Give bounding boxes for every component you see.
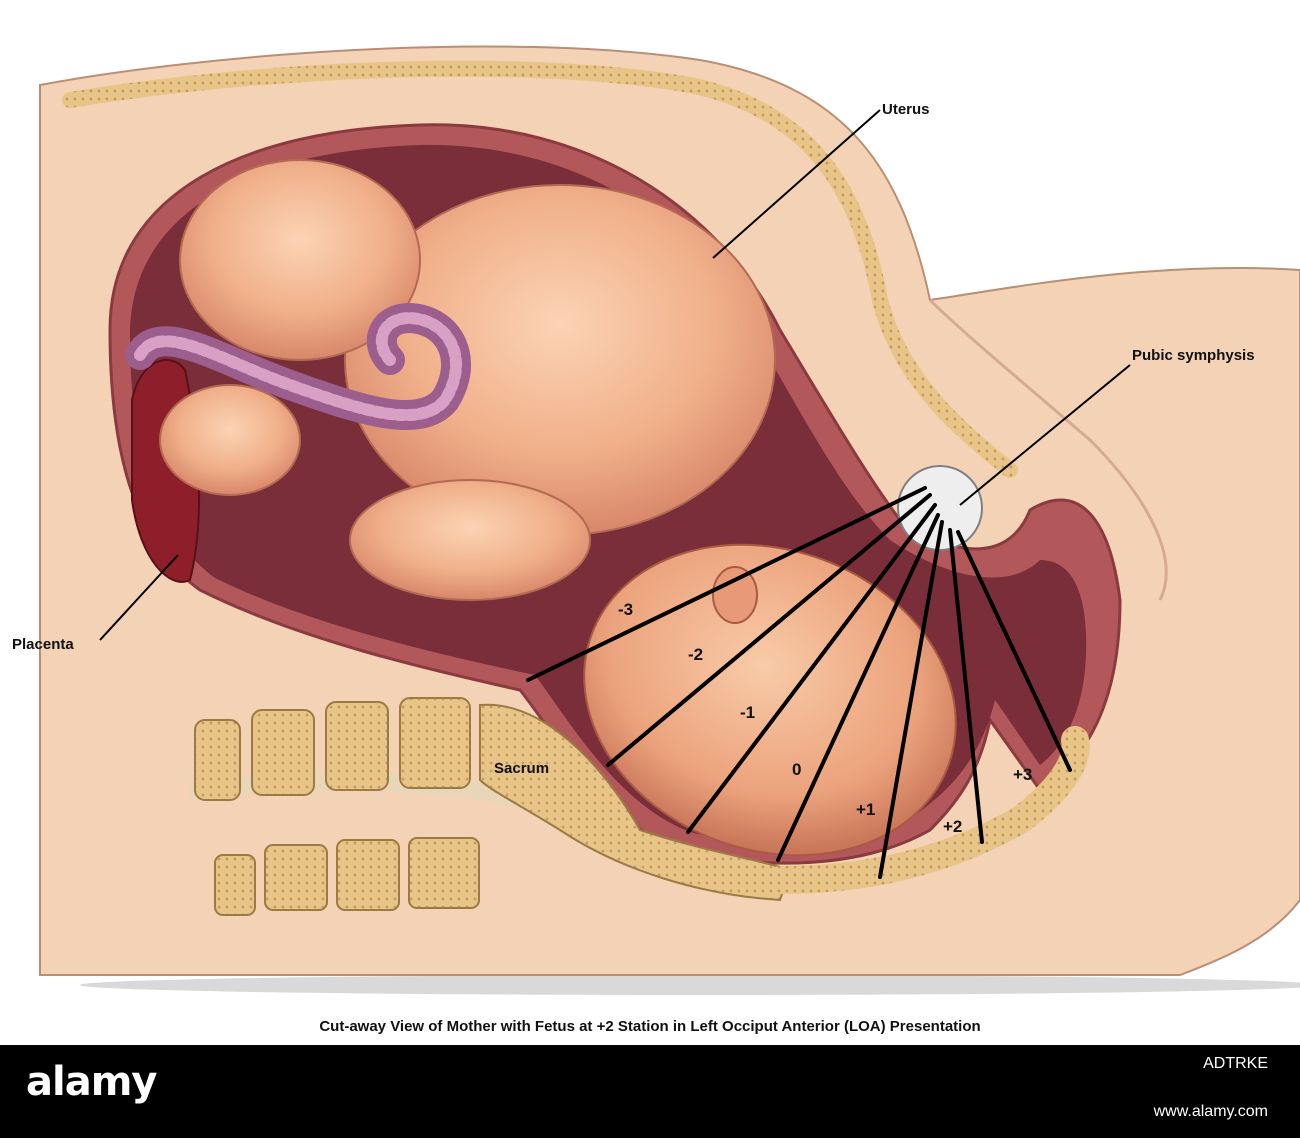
fetus-arm <box>349 479 591 601</box>
station-line-plus-3 <box>956 530 1072 772</box>
label-pubic-symphysis: Pubic symphysis <box>1132 347 1255 364</box>
fetus-legs <box>179 159 421 361</box>
station-lines <box>526 486 1072 879</box>
station-line-0 <box>776 513 940 862</box>
station-line-plus-2 <box>948 528 984 844</box>
illustration-stage: Uterus Pubic symphysis Placenta Sacrum -… <box>12 45 1300 1035</box>
pubic-symphysis-leader <box>959 364 1131 506</box>
station-line-minus-3 <box>526 486 927 682</box>
image-id: ADTRKE <box>1203 1055 1268 1072</box>
lumbar-vertebrae <box>194 697 792 902</box>
anatomy-illustration <box>39 45 1300 995</box>
fetus-foot <box>159 384 301 496</box>
uterus-leader <box>712 109 881 259</box>
label-uterus: Uterus <box>882 101 930 118</box>
placenta-leader <box>99 554 179 641</box>
thigh-contour <box>928 298 1168 601</box>
station-label: +3 <box>1013 765 1033 784</box>
site-link[interactable]: www.alamy.com <box>1153 1103 1268 1120</box>
station-label: 0 <box>792 760 802 779</box>
label-placenta: Placenta <box>12 636 74 653</box>
label-sacrum: Sacrum <box>494 760 550 777</box>
station-label: +1 <box>856 800 876 819</box>
fetus-ear <box>712 566 758 624</box>
station-label: -3 <box>618 600 634 619</box>
posterior-vertebrae <box>214 837 480 916</box>
station-line-plus-1 <box>878 520 944 879</box>
station-label: -1 <box>740 703 756 722</box>
umbilical-cord-highlight <box>134 311 462 422</box>
abdominal-wall-layer <box>62 60 1018 478</box>
leader-lines <box>99 109 1131 641</box>
station-line-minus-2 <box>606 493 932 767</box>
footer-bar: alamy ADTRKE www.alamy.com <box>0 1045 1300 1138</box>
brand-logo: alamy <box>26 1059 157 1105</box>
figure-caption: Cut-away View of Mother with Fetus at +2… <box>319 1018 981 1035</box>
ground-shadow <box>80 975 1300 995</box>
station-label: +2 <box>943 817 963 836</box>
fetus-head <box>583 543 957 857</box>
station-label: -2 <box>688 645 704 664</box>
station-line-minus-1 <box>686 503 937 834</box>
